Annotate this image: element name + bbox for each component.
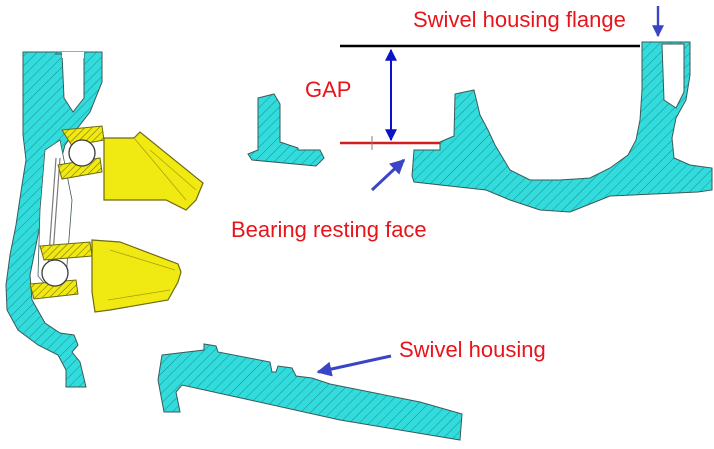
flange-bore: [661, 43, 685, 109]
left-housing-body: [5, 51, 103, 388]
swivel-housing-label: Swivel housing: [399, 337, 546, 362]
upper-spindle-cone: [103, 131, 204, 211]
swivel-housing-section: [157, 343, 463, 441]
bearing-resting-face-label: Bearing resting face: [231, 217, 427, 242]
left-housing-bore-tip: [62, 52, 84, 58]
swivel-housing-pointer-arrow: [316, 354, 392, 377]
upper-bearing: [57, 125, 105, 180]
lower-spindle-groove: [107, 249, 176, 301]
upper-bearing-ball: [68, 139, 96, 167]
upper-spindle-groove: [133, 137, 197, 201]
upper-right-housing: [411, 41, 713, 213]
bearing-seat-ring-section: [247, 93, 325, 167]
swivel-housing-flange-label: Swivel housing flange: [413, 7, 626, 32]
bearing-face-pointer-arrow: [370, 158, 406, 192]
lower-spindle-cone: [91, 239, 182, 313]
gap-label: GAP: [305, 77, 352, 102]
upper-right-housing-body: [411, 41, 713, 213]
left-assembly: [5, 51, 204, 388]
lower-bearing-ball: [41, 259, 69, 287]
